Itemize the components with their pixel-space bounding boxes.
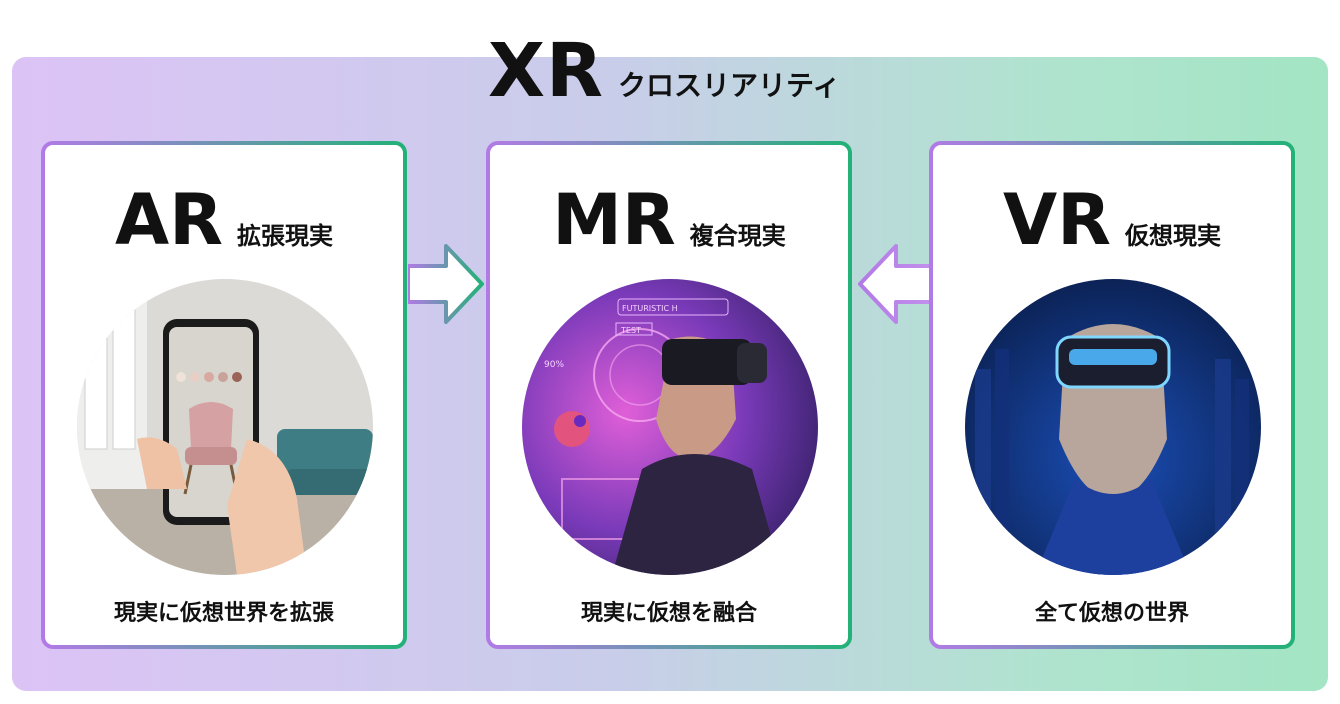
arrow-left-icon [858,244,934,324]
xr-header: XR クロスリアリティ [488,18,840,108]
mr-test-label: TEST [620,326,641,335]
mr-caption: 現実に仮想を融合 [580,601,757,626]
xr-title: XR [488,28,605,114]
mr-card: MR 複合現実 FUTURISTIC H TEST 90% [486,141,852,649]
ar-card-header: AR 拡張現実 [45,185,403,255]
vr-headset-illustration [965,279,1261,575]
vr-abbr: VR [1002,179,1112,261]
ar-card: AR 拡張現実 現実に仮想世界を拡張 [41,141,407,649]
ar-photo [77,279,373,575]
ar-abbr: AR [114,179,224,261]
vr-photo [965,279,1261,575]
mr-abbr: MR [552,179,676,261]
vr-name: 仮想現実 [1125,222,1222,250]
xr-subtitle: クロスリアリティ [618,69,841,102]
vr-card-header: VR 仮想現実 [933,185,1291,255]
mr-panel-label: FUTURISTIC H [622,304,678,313]
mr-card-header: MR 複合現実 [490,185,848,255]
ar-room-illustration [77,279,373,575]
ar-caption: 現実に仮想世界を拡張 [113,601,334,626]
mr-headset-illustration: FUTURISTIC H TEST 90% [522,279,818,575]
arrow-right-icon [408,244,484,324]
mr-name: 複合現実 [689,222,786,250]
mr-photo: FUTURISTIC H TEST 90% [522,279,818,575]
vr-caption: 全て仮想の世界 [1034,601,1189,626]
mr-percent-label: 90% [544,360,564,370]
vr-card: VR 仮想現実 全て仮想の世界 [929,141,1295,649]
ar-name: 拡張現実 [237,222,334,250]
